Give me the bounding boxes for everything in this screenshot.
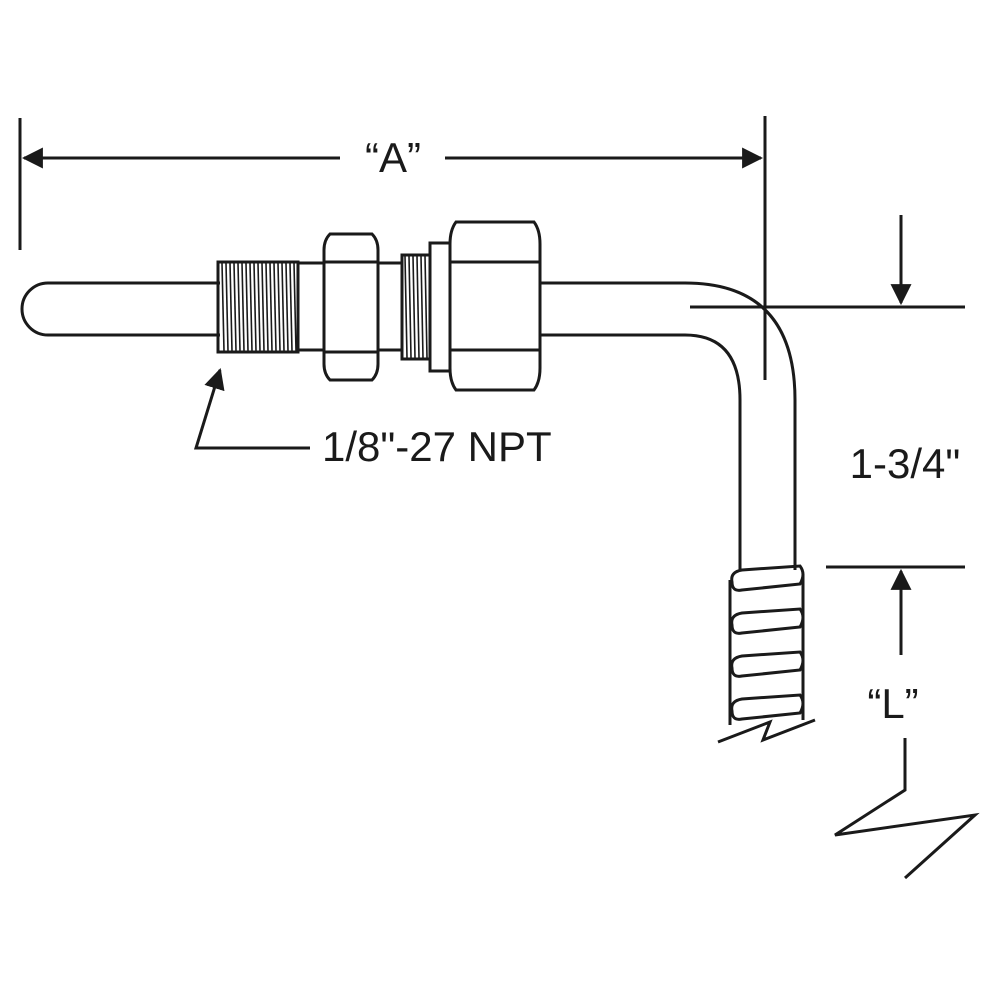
dimension-l-break: [834, 738, 980, 880]
probe-tip: [20, 281, 220, 337]
thread-lines: [221, 262, 297, 352]
collar: [428, 241, 452, 373]
bend-dimension-label: 1-3/4": [850, 440, 961, 487]
middle-thread: [400, 253, 432, 361]
bent-tube: [540, 281, 797, 570]
hose-armor-band: [730, 607, 805, 635]
thread-spec-label: 1/8"-27 NPT: [322, 423, 552, 470]
armored-hose: [728, 564, 805, 725]
npt-thread: [216, 260, 300, 354]
tube-outer: [540, 281, 797, 570]
dimension-l-label: “L”: [867, 680, 918, 727]
tube-inner: [540, 333, 742, 570]
dimension-a: “A”: [18, 116, 767, 380]
bend-dimension: 1-3/4": [690, 215, 965, 655]
dimension-a-label: “A”: [365, 134, 421, 181]
thread-callout-leader: [193, 367, 310, 450]
hose-armor-band: [730, 693, 805, 721]
hose-armor-band: [730, 564, 805, 592]
thread-callout: 1/8"-27 NPT: [193, 367, 552, 470]
dimension-l: “L”: [834, 680, 980, 880]
hose-armor-band: [730, 650, 805, 678]
hose-break-line: [717, 718, 816, 744]
probe-tube: [20, 281, 220, 337]
thread-body: [216, 260, 300, 354]
large-hex-nut: [448, 220, 542, 392]
small-hex-nut: [322, 232, 380, 382]
